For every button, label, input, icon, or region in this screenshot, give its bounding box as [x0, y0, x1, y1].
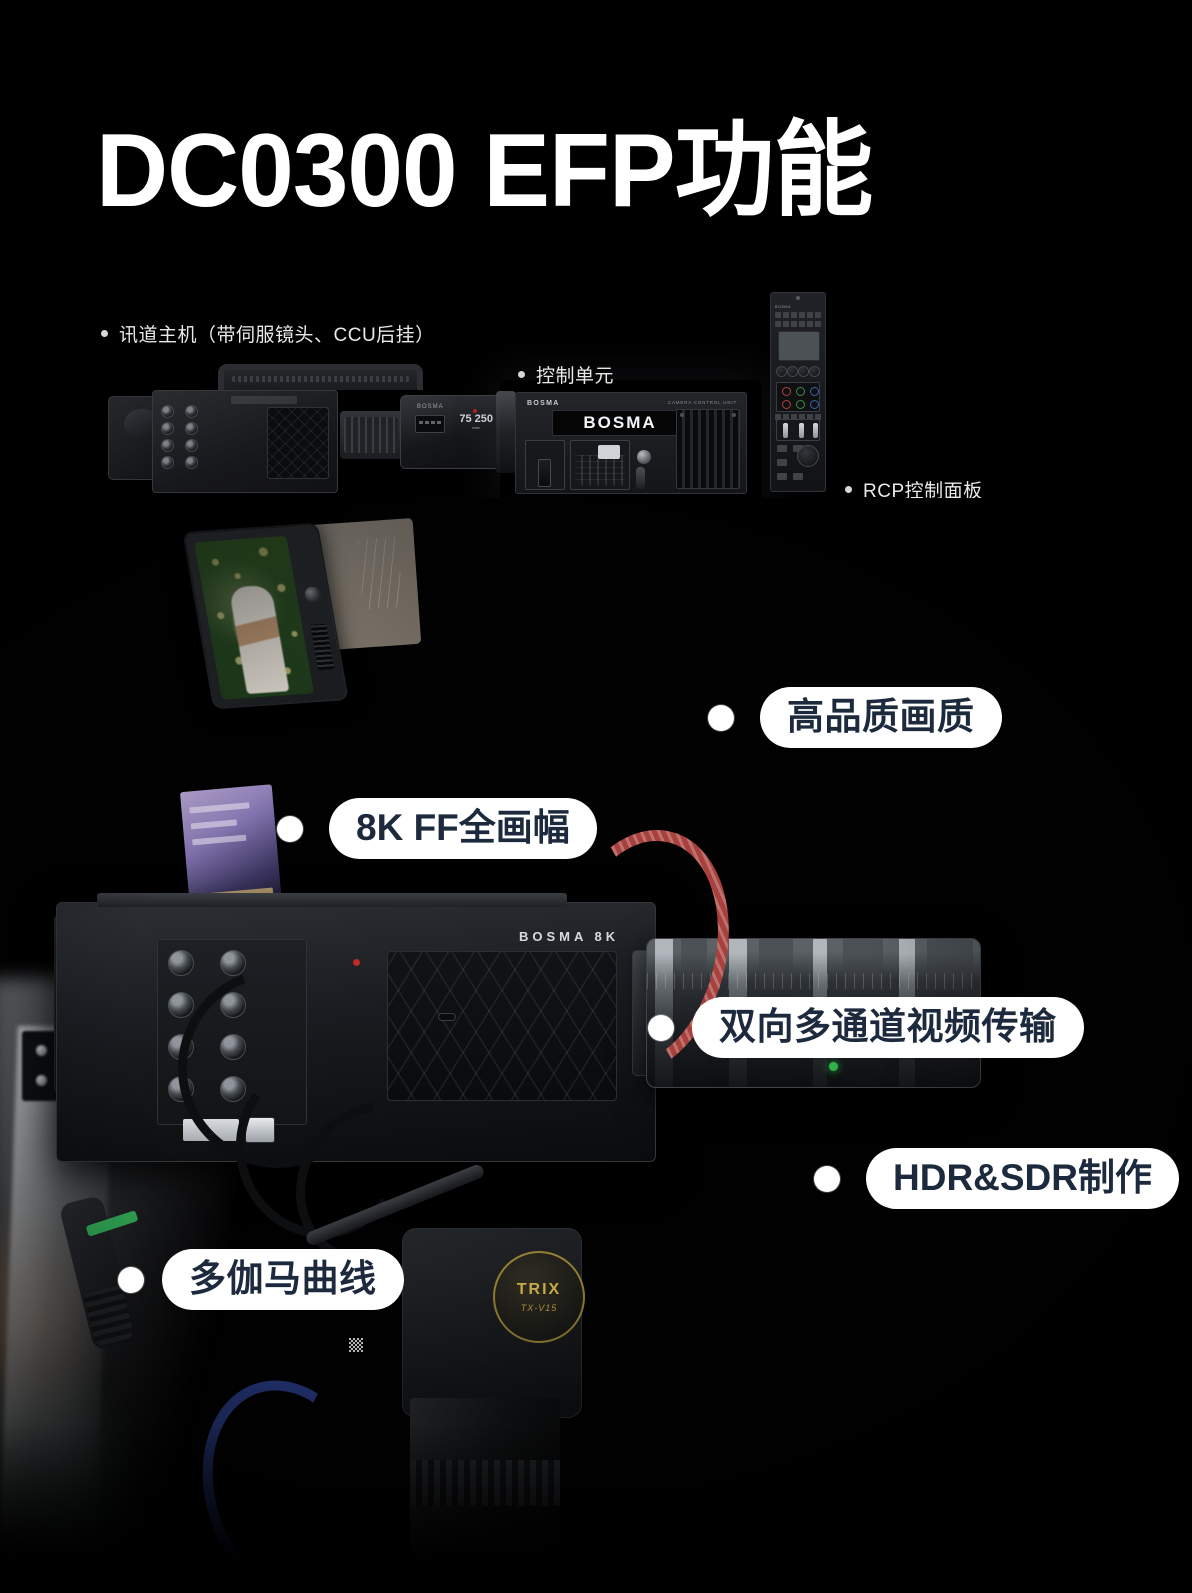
callout-bidirectional-video-text: 双向多通道视频传输 — [692, 997, 1084, 1058]
ccu-power-panel — [525, 440, 565, 490]
label-channel-host: 讯道主机（带伺服镜头、CCU后挂） — [101, 320, 435, 347]
tripod-model-text: TX-V15 — [520, 1303, 558, 1313]
rcp-brand-label: BOSMA — [775, 305, 791, 309]
rcp-slider-group — [776, 419, 820, 441]
rcp-function-button-1 — [777, 445, 787, 452]
callout-hdr-sdr-text: HDR&SDR制作 — [866, 1148, 1179, 1209]
camera-usb-port — [438, 1013, 456, 1021]
camera-io-panel — [159, 405, 221, 483]
rcp-display — [778, 331, 820, 361]
rcp-function-button-2 — [777, 459, 787, 466]
monitor-vents — [310, 623, 335, 671]
servo-lens-focal-top: 75 — [459, 413, 472, 425]
callout-dot-icon — [277, 815, 303, 842]
rcp-top-indicator — [796, 296, 800, 300]
tripod-fluid-head: TRIX TX-V15 — [402, 1228, 585, 1418]
callout-image-quality[interactable]: 高品质画质 — [708, 687, 1002, 748]
callout-dot-icon — [118, 1266, 144, 1293]
label-rcp-panel-text: RCP控制面板 — [863, 481, 983, 502]
servo-lens-focal-range: 75 250 mm — [459, 413, 493, 430]
rcp-joystick — [797, 445, 819, 467]
monitor-joystick — [303, 586, 323, 604]
rcp-function-button-4 — [793, 445, 803, 452]
rcp-button-row-1 — [775, 312, 821, 318]
ccu-led-grid — [575, 455, 625, 485]
dot-marker-icon — [518, 371, 525, 378]
camera-top-handle — [218, 364, 423, 390]
ccu-vent-grille — [676, 409, 740, 489]
callout-bidirectional-video[interactable]: 双向多通道视频传输 — [648, 997, 1084, 1058]
label-control-unit: 控制单元 — [518, 361, 614, 388]
rcp-function-button-3 — [777, 473, 787, 480]
rcp-button-row-2 — [775, 321, 821, 327]
dot-marker-icon — [845, 486, 852, 493]
lens-front-ring — [496, 391, 516, 473]
callout-multi-gamma-text: 多伽马曲线 — [162, 1249, 404, 1310]
servo-lens-focal-unit: mm — [472, 424, 481, 430]
lens-zoom-barrel — [340, 411, 402, 459]
rcp-button-row-3 — [775, 414, 821, 420]
product-image-control-unit: BOSMA CAMERA CONTROL UNIT BOSMA — [515, 392, 747, 494]
monitor-image-subject — [228, 584, 290, 695]
callout-full-frame-8k-text: 8K FF全画幅 — [329, 798, 597, 859]
callout-dot-icon — [708, 704, 734, 731]
ccu-display: BOSMA — [552, 410, 688, 436]
tripod-brand-text: TRIX — [516, 1281, 562, 1298]
label-control-unit-text: 控制单元 — [536, 366, 615, 387]
callout-hdr-sdr[interactable]: HDR&SDR制作 — [814, 1148, 1179, 1209]
servo-lens: BOSMA 75 250 mm — [400, 395, 504, 469]
ccu-type-label: CAMERA CONTROL UNIT — [667, 400, 737, 405]
monitor-screen — [194, 535, 315, 700]
rcp-color-balance-knobs — [776, 382, 820, 412]
camera-record-led — [353, 959, 360, 966]
lens-status-led — [829, 1062, 838, 1071]
tripod-brand-badge: TRIX TX-V15 — [493, 1251, 585, 1343]
camera-top-rail — [97, 893, 567, 907]
callout-full-frame-8k[interactable]: 8K FF全画幅 — [277, 798, 597, 859]
callout-dot-icon — [814, 1165, 840, 1192]
rcp-function-button-5 — [793, 473, 803, 480]
ccu-fader — [636, 467, 645, 489]
callout-image-quality-text: 高品质画质 — [760, 687, 1002, 748]
camera-brand-strip — [231, 396, 297, 404]
dot-marker-icon — [101, 330, 108, 337]
camera-vent-mesh — [267, 407, 329, 479]
tripod-column — [410, 1398, 560, 1593]
product-image-channel-host: BOSMA 75 250 mm — [108, 363, 516, 508]
rcp-knob-row — [776, 366, 820, 379]
ccu-select-knob — [637, 450, 651, 464]
ccu-display-text: BOSMA — [583, 413, 657, 432]
ccu-power-switch — [538, 459, 551, 487]
ccu-tally-button — [598, 445, 620, 459]
servo-lens-focal-bottom: 250 — [474, 413, 493, 425]
product-image-rcp-panel: BOSMA — [770, 292, 826, 492]
camera-body — [152, 390, 338, 493]
lens-record-indicator — [473, 409, 477, 413]
page-title: DC0300 EFP功能 — [96, 113, 873, 229]
callout-multi-gamma[interactable]: 多伽马曲线 — [118, 1249, 404, 1310]
ccu-brand-label: BOSMA — [527, 400, 560, 407]
label-channel-host-text: 讯道主机（带伺服镜头、CCU后挂） — [119, 325, 435, 346]
callout-dot-icon — [648, 1014, 674, 1041]
label-rcp-panel: RCP控制面板 — [845, 476, 983, 503]
servo-lens-brand: BOSMA — [417, 404, 444, 410]
camera-qr-code — [349, 1338, 363, 1352]
servo-lens-display — [415, 415, 445, 433]
